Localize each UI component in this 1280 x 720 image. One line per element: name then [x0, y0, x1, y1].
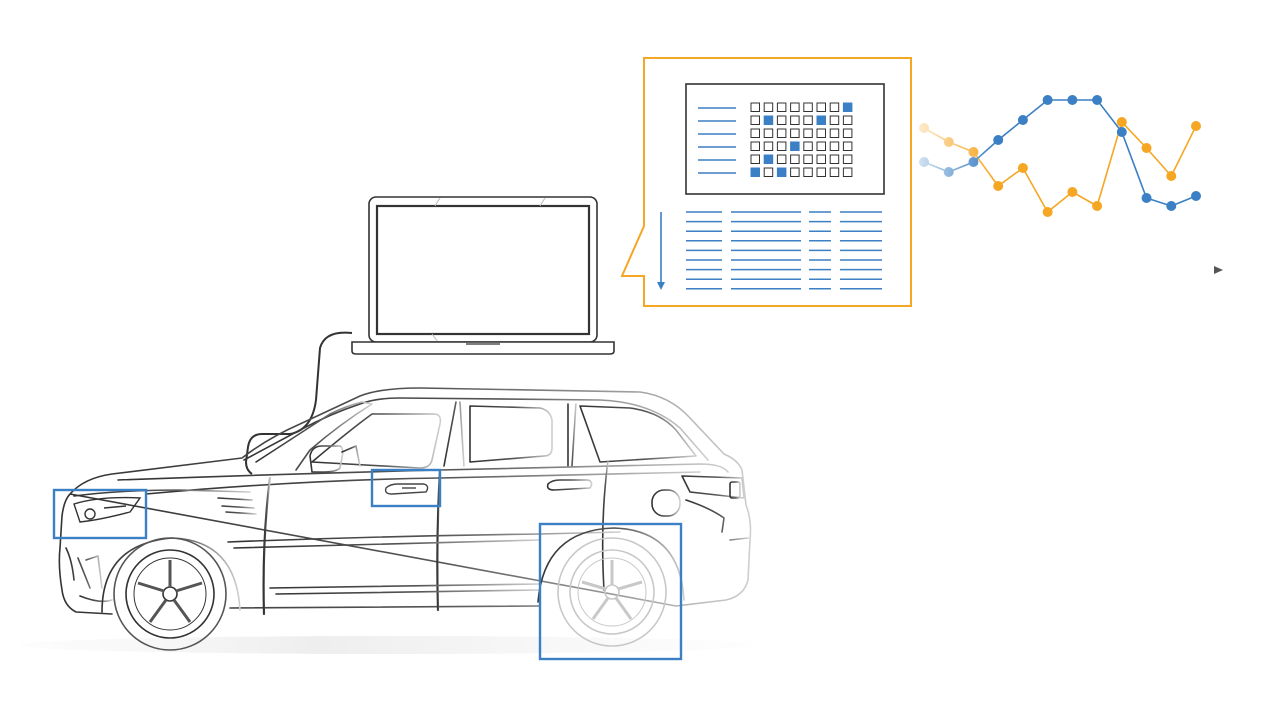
matrix-cell: [763, 167, 774, 177]
car-body-outline: [58, 387, 752, 615]
matrix-cell: [842, 115, 853, 125]
car-rear-wheel-arch: [537, 527, 685, 603]
matrix-cell-filled: [763, 154, 774, 164]
matrix-cell-filled: [842, 102, 853, 112]
car-headlight: [73, 496, 142, 523]
matrix-cell: [829, 154, 840, 164]
matrix-cell: [803, 115, 813, 125]
car-front-wheel: [113, 537, 227, 651]
matrix-cell-filled: [763, 115, 774, 125]
matrix-cell: [816, 102, 826, 112]
chart-point: [1141, 143, 1152, 153]
car-tail-light: [681, 475, 745, 499]
matrix-panel: [685, 83, 885, 195]
laptop-screen: [375, 204, 591, 336]
data-table: [686, 211, 882, 290]
car-front-window: [311, 413, 442, 469]
matrix-cell: [750, 154, 760, 164]
highlight-rear-wheel-box[interactable]: [538, 522, 683, 661]
diagnostic-cable: [244, 331, 353, 475]
matrix-cell: [763, 128, 774, 138]
matrix-cell: [776, 141, 787, 151]
matrix-cell: [816, 154, 826, 164]
matrix-cell: [803, 167, 813, 177]
chart-point: [1092, 201, 1103, 211]
ground-shadow: [20, 636, 760, 654]
matrix-cell: [750, 141, 760, 151]
chart-point: [1116, 117, 1127, 127]
matrix-cell-filled: [776, 167, 787, 177]
car-front-door-handle: [384, 483, 429, 495]
car-rear-wheel: [557, 537, 667, 647]
chart-point: [1067, 95, 1078, 105]
chart-point: [1191, 121, 1201, 131]
car-quarter-window: [579, 405, 697, 463]
matrix-cell: [763, 102, 774, 112]
matrix-cell: [816, 141, 826, 151]
chart-point: [1092, 95, 1103, 105]
scroll-down-arrow-icon: [657, 212, 665, 290]
matrix-cell: [790, 102, 800, 112]
chart-point: [1166, 201, 1177, 211]
car-front-door-edge: [262, 476, 272, 616]
matrix-cell: [790, 167, 800, 177]
matrix-cell-filled: [816, 115, 826, 125]
chart-point: [1067, 187, 1078, 197]
matrix-cell: [750, 128, 760, 138]
matrix-cell: [790, 128, 800, 138]
matrix-cell-filled: [750, 167, 760, 177]
matrix-cell: [790, 115, 800, 125]
chart-point: [1141, 193, 1152, 203]
matrix-cell: [803, 154, 813, 164]
chart-point: [1166, 171, 1177, 181]
matrix-cell: [816, 128, 826, 138]
matrix-cell: [776, 128, 787, 138]
matrix-cell: [776, 115, 787, 125]
highlight-headlight-box[interactable]: [52, 488, 148, 540]
chart-fade-overlay: [912, 100, 1052, 230]
car-illustration: [58, 387, 752, 616]
car-rear-door-handle: [546, 479, 593, 491]
laptop-icon: [351, 196, 615, 355]
matrix-cell: [790, 154, 800, 164]
timeline-arrow-icon: [912, 266, 1223, 274]
matrix-cell: [750, 115, 760, 125]
matrix-cell: [803, 128, 813, 138]
matrix-cell: [842, 154, 853, 164]
car-rear-window: [469, 405, 553, 463]
matrix-cell: [829, 102, 840, 112]
matrix-cell: [829, 128, 840, 138]
matrix-cell: [829, 167, 840, 177]
matrix-cell: [763, 141, 774, 151]
matrix-cell: [776, 102, 787, 112]
matrix-cell: [803, 141, 813, 151]
matrix-cell: [776, 154, 787, 164]
highlight-door-handle-box[interactable]: [370, 468, 442, 508]
car-fuel-cap: [651, 489, 681, 517]
matrix-cell: [842, 128, 853, 138]
matrix-cell: [842, 141, 853, 151]
matrix-cell: [842, 167, 853, 177]
chart-point: [1116, 127, 1127, 137]
matrix-cell: [816, 167, 826, 177]
matrix-grid: [750, 102, 853, 177]
matrix-cell-filled: [790, 141, 800, 151]
matrix-cell: [750, 102, 760, 112]
matrix-cell: [829, 115, 840, 125]
matrix-cell: [829, 141, 840, 151]
laptop-base: [351, 341, 615, 355]
matrix-row-labels: [698, 107, 736, 174]
chart-point: [1191, 191, 1201, 201]
car-windshield: [255, 401, 373, 471]
matrix-cell: [803, 102, 813, 112]
